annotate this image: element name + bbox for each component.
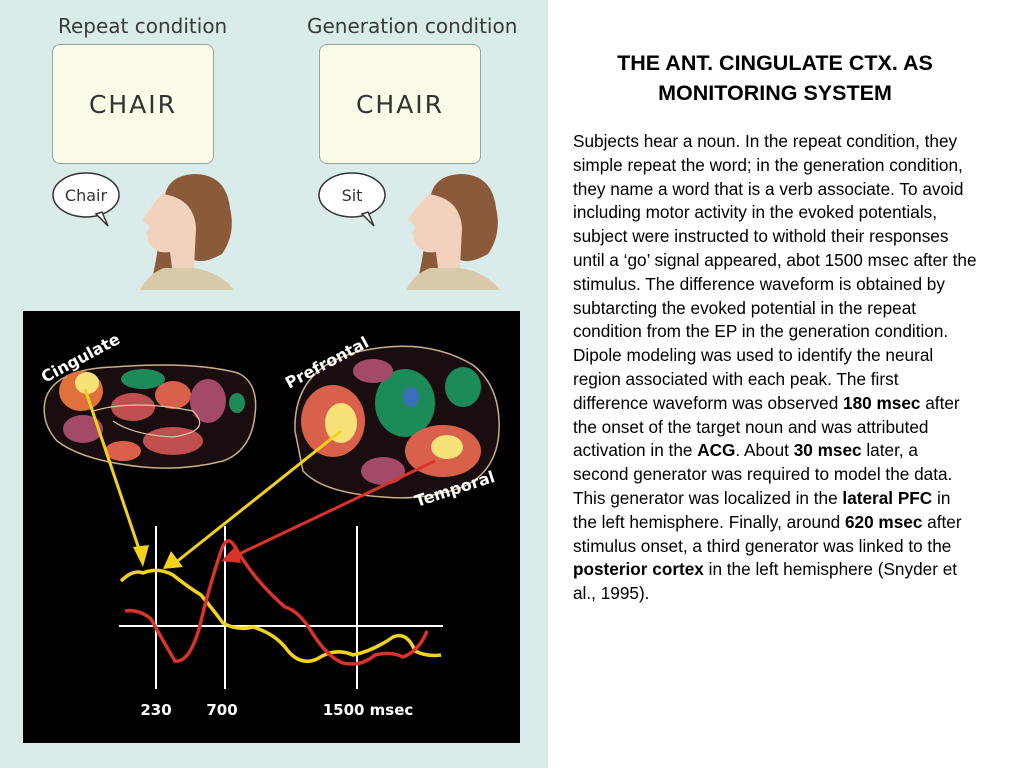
arrow-icon	[83, 388, 149, 567]
time-tick-label: 700	[206, 701, 237, 719]
generation-condition-title: Generation condition	[307, 14, 518, 38]
text-panel: THE ANT. CINGULATE CTX. AS MONITORING SY…	[560, 48, 990, 606]
body-emphasis: ACG	[697, 440, 736, 461]
generation-card-word: CHAIR	[355, 89, 445, 119]
body-text-segment: in the left hemisphere (Snyder et al., 1…	[573, 559, 958, 604]
body-text-segment: after stimulus onset, a third generator …	[573, 511, 962, 556]
body-paragraph: Subjects hear a noun. In the repeat cond…	[573, 130, 977, 606]
speech-bubble-icon	[52, 172, 120, 227]
speech-bubble-icon	[318, 172, 386, 227]
head-profile-icon	[140, 174, 234, 290]
body-text-segment: Subjects hear a noun. In the repeat cond…	[573, 131, 977, 413]
repeat-speaker-illustration: Chair	[52, 172, 234, 290]
generation-speaker-illustration: Sit	[318, 172, 500, 290]
body-emphasis: 30 msec	[793, 440, 862, 461]
generation-stimulus-card: CHAIR	[319, 44, 481, 164]
body-text-segment: in the left hemisphere. Finally, around	[573, 487, 951, 532]
body-emphasis: lateral PFC	[842, 487, 933, 508]
generation-condition-waveform	[124, 539, 429, 666]
arrow-icon	[221, 459, 436, 563]
body-text-segment: later, a second generator was required t…	[573, 440, 953, 508]
body-emphasis: 620 msec	[844, 511, 923, 532]
medial-brain-map	[43, 364, 257, 469]
lateral-brain-map	[294, 345, 500, 499]
arrow-icon	[163, 429, 342, 569]
repeat-speech-text: Chair	[65, 186, 108, 205]
body-text-segment: after the onset of the target noun and w…	[573, 392, 960, 461]
repeat-card-word: CHAIR	[88, 89, 178, 119]
figure-panel: Repeat condition Generation condition CH…	[0, 0, 548, 768]
repeat-stimulus-card: CHAIR	[52, 44, 214, 164]
generation-speech-text: Sit	[342, 186, 363, 205]
waveform-axes	[119, 526, 443, 689]
body-emphasis: posterior cortex	[573, 559, 704, 580]
body-emphasis: 180 msec	[843, 392, 921, 413]
head-profile-icon	[406, 174, 500, 290]
repeat-condition-waveform	[119, 568, 442, 663]
time-tick-label: 230	[140, 701, 171, 719]
slide-title: THE ANT. CINGULATE CTX. AS MONITORING SY…	[617, 51, 933, 105]
brain-waveform-figure: Cingulate Prefrontal Temporal 230 700 15…	[23, 311, 520, 743]
body-text-segment: . About	[735, 440, 794, 461]
time-tick-label: 1500 msec	[323, 701, 414, 719]
repeat-condition-title: Repeat condition	[58, 14, 228, 38]
